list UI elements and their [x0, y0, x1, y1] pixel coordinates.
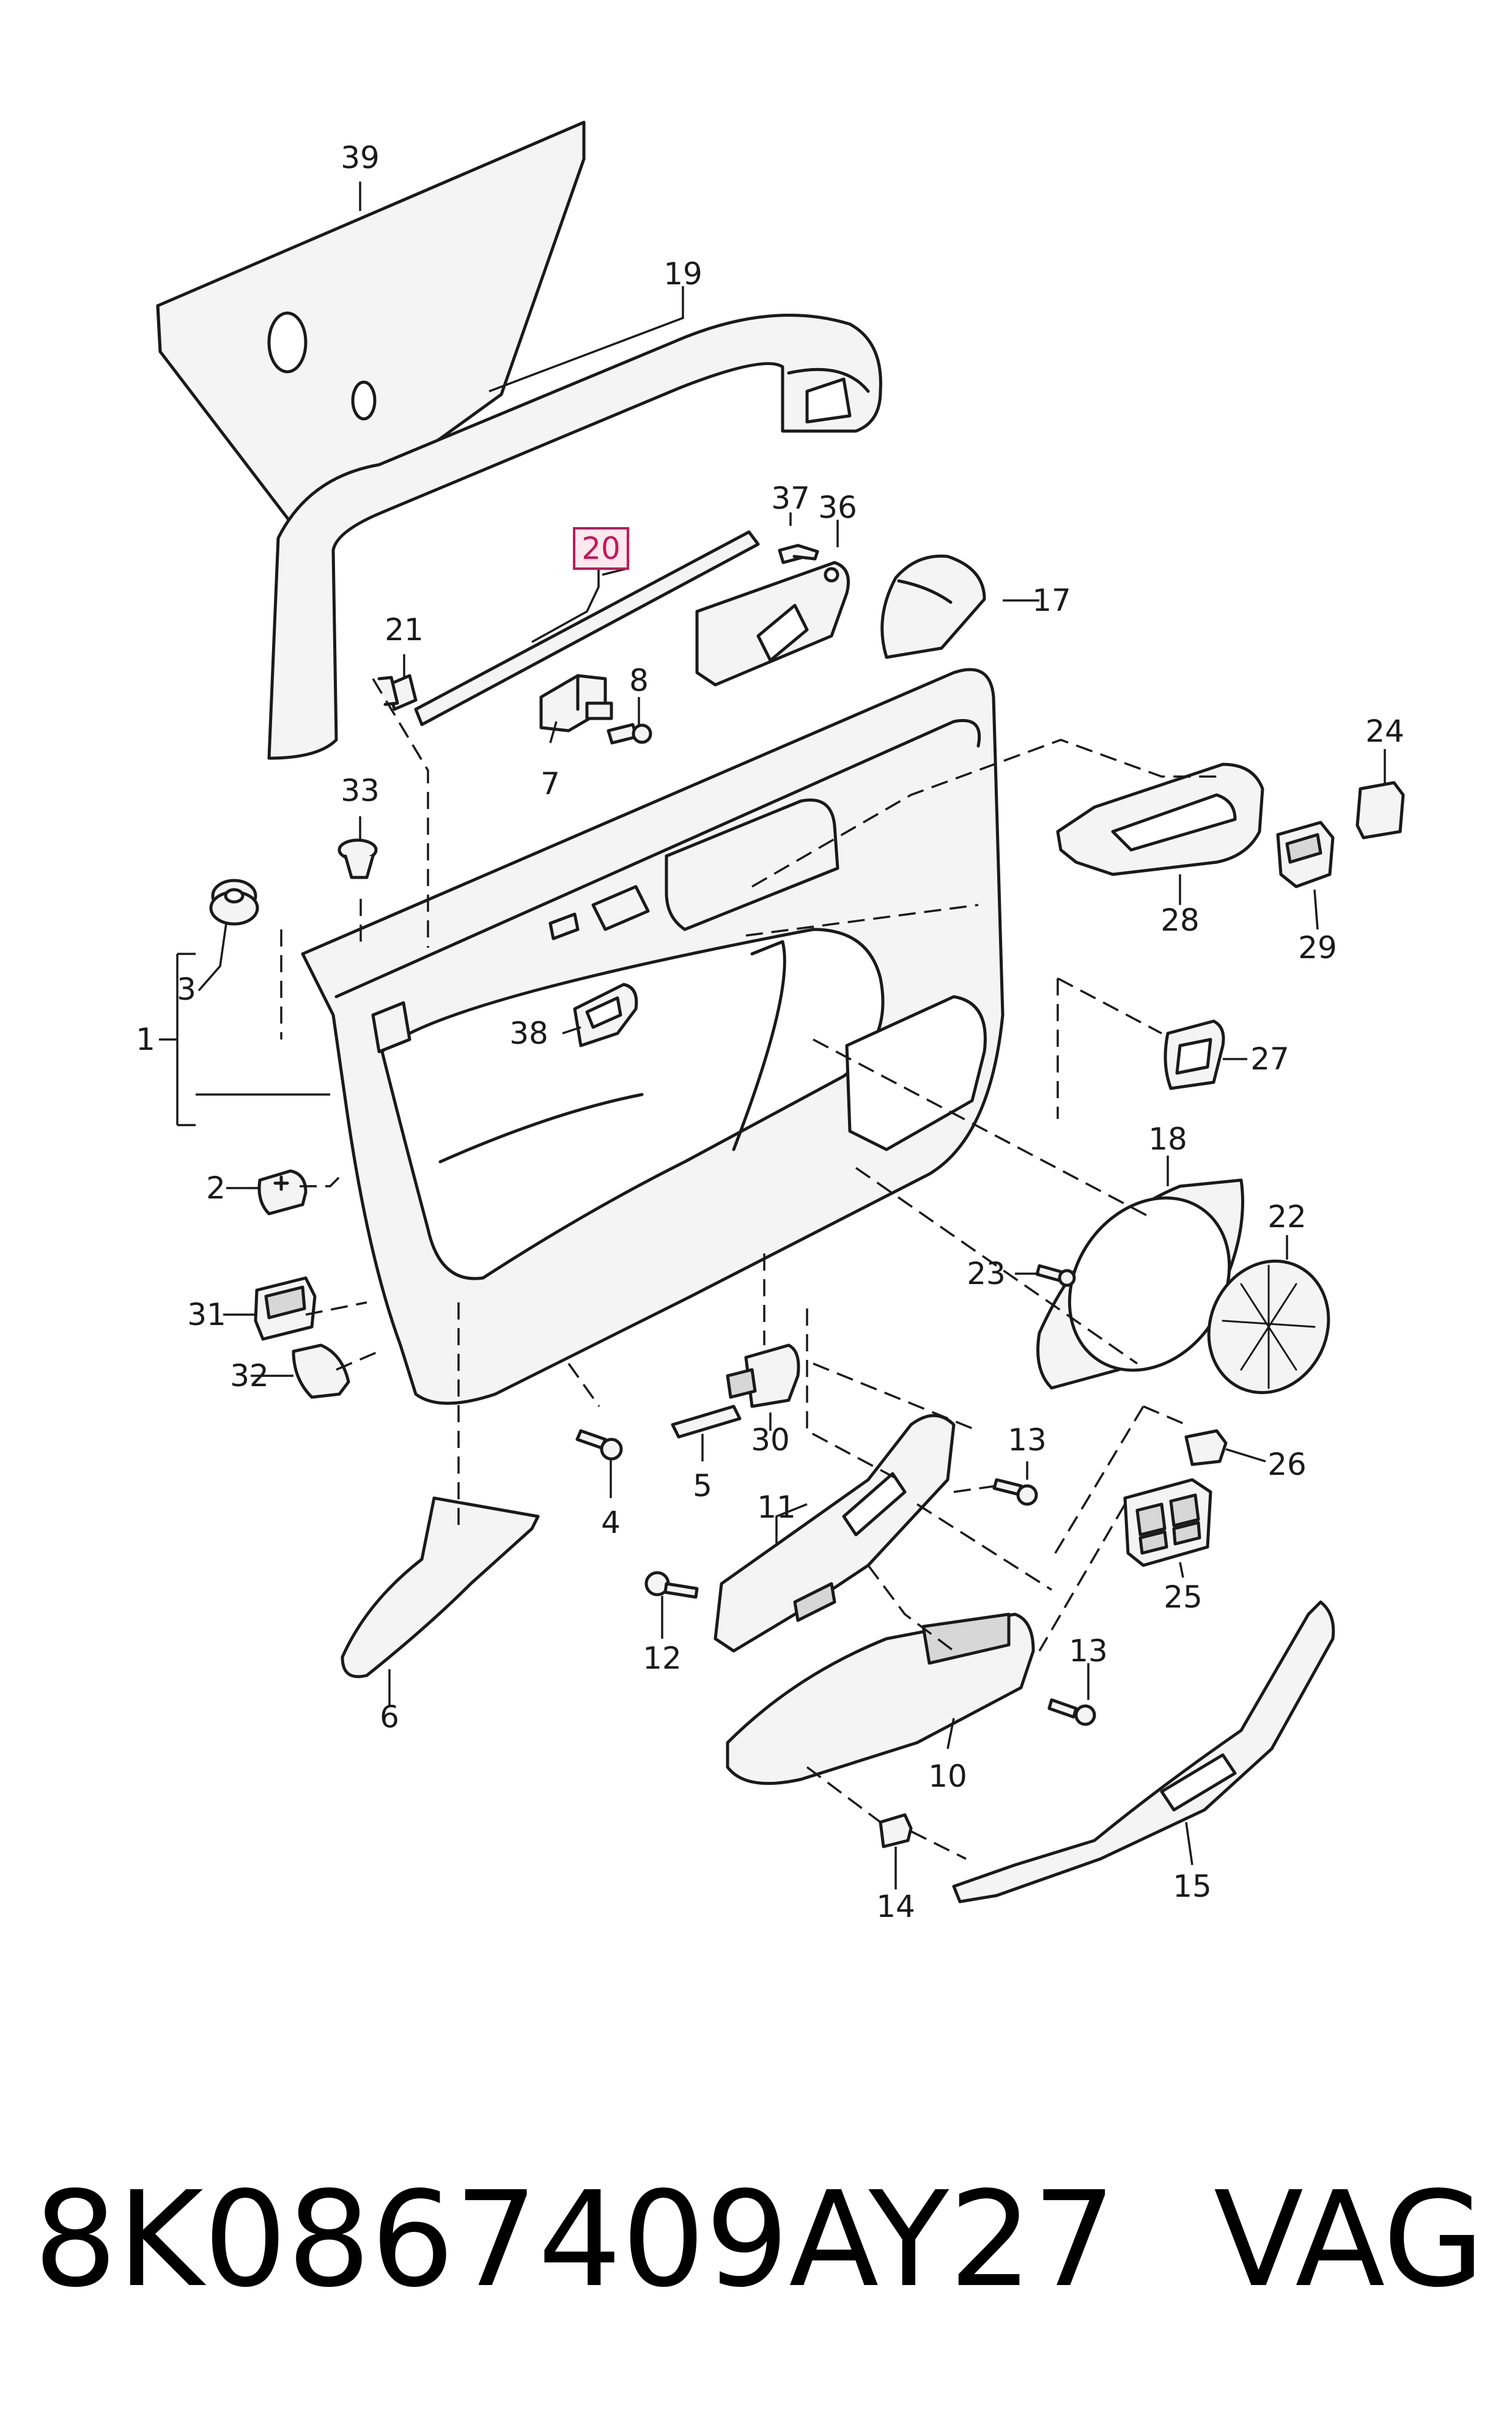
callout-label: 11: [757, 1490, 796, 1525]
callout-label: 4: [601, 1505, 621, 1540]
part-29-switch: [1276, 821, 1335, 888]
assembly-dashed-lines: [280, 678, 1217, 1860]
callout-label: 28: [1160, 903, 1200, 938]
part-13-screw-upper: [992, 1478, 1038, 1506]
part-27-cover: [1164, 1019, 1225, 1090]
callout-label-highlighted: 20: [573, 527, 629, 570]
part-5-label: [671, 1405, 742, 1439]
callout-label: 6: [380, 1699, 399, 1735]
part-25-window-switch: [1123, 1478, 1212, 1567]
callout-label: 37: [771, 481, 810, 516]
part-22-speaker-grille: [1207, 1260, 1330, 1394]
callout-label: 32: [230, 1358, 269, 1394]
part-15-lower-trim-strip: [952, 1600, 1335, 1903]
callout-label: 7: [540, 766, 560, 802]
part-30-motor: [726, 1343, 800, 1408]
callout-label: 38: [509, 1016, 548, 1051]
part-33-clip: [337, 838, 378, 879]
part-10-armrest: [726, 1612, 1035, 1785]
part-8-screw: [607, 723, 652, 745]
part-37-screw: [778, 544, 819, 564]
part-21-clip: [377, 674, 418, 711]
part-1-door-trim-panel: [301, 668, 1005, 1405]
callout-label: 21: [385, 612, 424, 648]
part-4-screw: [575, 1429, 623, 1461]
callout-label: 33: [341, 773, 380, 808]
callout-label: 13: [1008, 1422, 1047, 1458]
callout-label: 23: [967, 1256, 1006, 1291]
part-19-window-frame-trim: [267, 314, 882, 760]
footer-part-number: 8K0867409AY27: [34, 2163, 1116, 2316]
callout-label: 26: [1267, 1447, 1307, 1482]
callout-label: 29: [1298, 930, 1337, 965]
leader-lines: [159, 182, 1386, 1889]
part-3-grommet: [209, 879, 259, 926]
part-17-cover-cap: [880, 554, 986, 659]
part-24-switch-cap: [1355, 781, 1405, 840]
part-6-trim: [341, 1496, 540, 1678]
callout-label: 31: [187, 1297, 226, 1332]
footer-brand: VAG: [1214, 2163, 1485, 2316]
callout-label: 8: [629, 663, 649, 698]
callout-label: 15: [1173, 1869, 1212, 1904]
part-7-bracket: [539, 674, 613, 733]
part-26-clip: [1184, 1429, 1228, 1466]
part-32-cover: [292, 1343, 350, 1399]
callout-label: 36: [818, 490, 857, 525]
callout-label: 1: [136, 1022, 155, 1057]
callout-label: 12: [643, 1641, 682, 1676]
callout-label: 25: [1164, 1579, 1203, 1615]
callout-label: 2: [206, 1170, 226, 1206]
part-28-inner-handle: [1056, 762, 1264, 876]
callout-label: 19: [663, 256, 703, 292]
part-14-clip: [879, 1813, 913, 1848]
callout-label: 22: [1267, 1199, 1307, 1235]
part-31-switch: [254, 1276, 317, 1341]
part-39-insulation-panel: [156, 120, 586, 540]
callout-label: 3: [177, 972, 196, 1007]
part-2-clip: [257, 1169, 308, 1216]
callout-label: 17: [1032, 583, 1071, 618]
callout-label: 13: [1069, 1633, 1108, 1669]
callout-label: 30: [751, 1422, 790, 1458]
part-18-speaker-ring: [1036, 1178, 1244, 1390]
part-13-screw-lower: [1047, 1698, 1096, 1726]
part-11-switch-trim: [714, 1414, 956, 1653]
callout-label: 24: [1365, 714, 1404, 749]
part-20-trim-strip: [414, 530, 760, 726]
part-36-bracket: [695, 561, 850, 687]
part-12-screw: [644, 1571, 699, 1599]
part-23-screw: [1035, 1264, 1076, 1287]
callout-label: 10: [928, 1759, 967, 1794]
part-38-insert: [573, 983, 638, 1047]
callout-label: 5: [693, 1468, 712, 1504]
callout-label: 27: [1250, 1041, 1289, 1077]
callout-label: 14: [876, 1889, 915, 1924]
callout-label: 18: [1148, 1121, 1187, 1157]
callout-label: 39: [341, 140, 380, 175]
